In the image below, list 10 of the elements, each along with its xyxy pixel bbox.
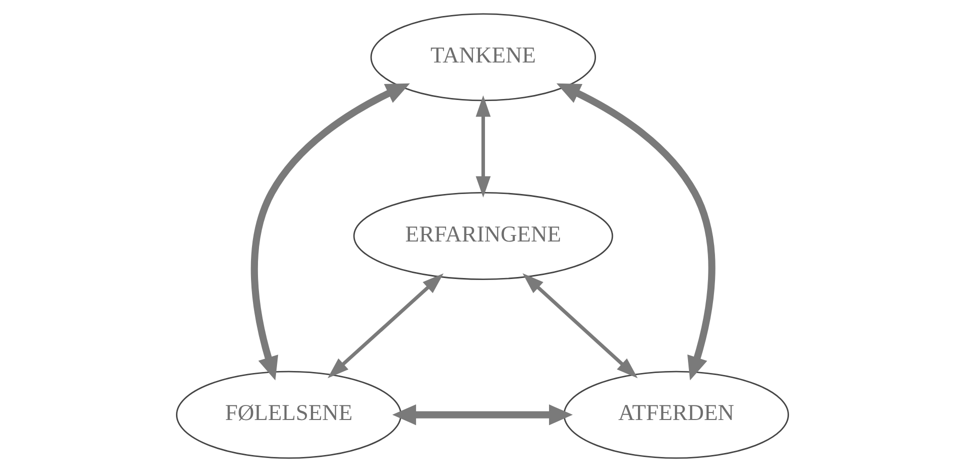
arrow xyxy=(392,404,572,426)
arrow xyxy=(475,95,490,198)
arrow xyxy=(327,273,444,378)
node-ellipse: ATFERDEN xyxy=(562,370,789,459)
node-ellipse: FØLELSENE xyxy=(175,370,402,459)
arrow xyxy=(250,83,410,380)
node-ellipse: ERFARINGENE xyxy=(352,192,613,280)
arrow xyxy=(556,83,715,380)
node-ellipse: TANKENE xyxy=(370,13,596,102)
arrow xyxy=(522,273,638,378)
